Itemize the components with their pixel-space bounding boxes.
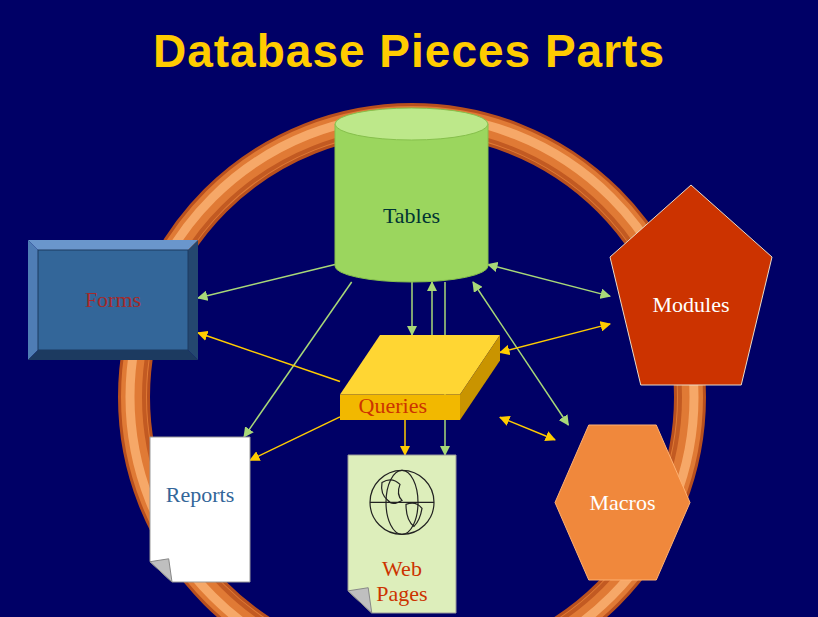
globe-outline [370, 470, 434, 534]
pentagon-shape [610, 185, 772, 385]
node-label: Modules [653, 292, 730, 317]
connector-arrow [404, 420, 406, 455]
globe-icon [370, 470, 434, 534]
cylinder-body [335, 124, 488, 282]
web-page: Web Pages [348, 455, 456, 613]
connector-arrow [244, 282, 352, 437]
report-page: Reports [150, 437, 250, 582]
connector-arrow [488, 265, 610, 297]
node-label: Tables [383, 203, 440, 228]
table-cylinder: Tables [335, 108, 488, 282]
bevel-face [38, 250, 188, 350]
node-outline [610, 185, 772, 385]
slab-side [460, 335, 500, 420]
node-outline [335, 108, 488, 282]
globe-continent [406, 503, 422, 526]
page-sheet [348, 455, 456, 613]
node-label: Macros [590, 490, 656, 515]
bevel-top [28, 240, 198, 250]
diagram-title: Database Pieces Parts [0, 24, 818, 78]
connector-arrow [250, 417, 340, 460]
page-sheet [150, 437, 250, 582]
text-group: Queries [359, 393, 427, 418]
globe-continent [382, 480, 402, 504]
text-group: Tables [383, 203, 440, 228]
page-fold [348, 588, 372, 613]
hexagon-shape [555, 425, 690, 580]
module-pentagon: Modules [610, 185, 772, 385]
text-group: Forms [85, 287, 141, 312]
bevel-right [188, 240, 198, 360]
node-label: Web Pages [362, 556, 442, 607]
connector-arrow [411, 282, 413, 335]
connector-arrow [500, 417, 555, 440]
connector-arrow [431, 282, 433, 335]
node-outline [150, 437, 250, 582]
globe-equator [370, 502, 434, 503]
connector-arrow [198, 264, 335, 298]
node-label: Reports [166, 482, 234, 507]
text-group: Macros [590, 490, 656, 515]
forms-box: Forms [28, 240, 198, 360]
node-label: Forms [85, 287, 141, 312]
node-label: Queries [359, 393, 427, 418]
cylinder-top [335, 108, 488, 140]
bevel-left [28, 240, 38, 360]
macro-hexagon: Macros [555, 425, 690, 580]
bevel-bottom [28, 350, 198, 360]
connector-arrow [500, 324, 610, 353]
text-group: Modules [653, 292, 730, 317]
page-fold [150, 559, 172, 582]
ring-highlight [130, 115, 694, 617]
text-group: Reports [166, 482, 234, 507]
query-slab: Queries [340, 335, 500, 420]
connector-arrow [198, 333, 340, 382]
text-group: Web Pages [362, 556, 442, 607]
